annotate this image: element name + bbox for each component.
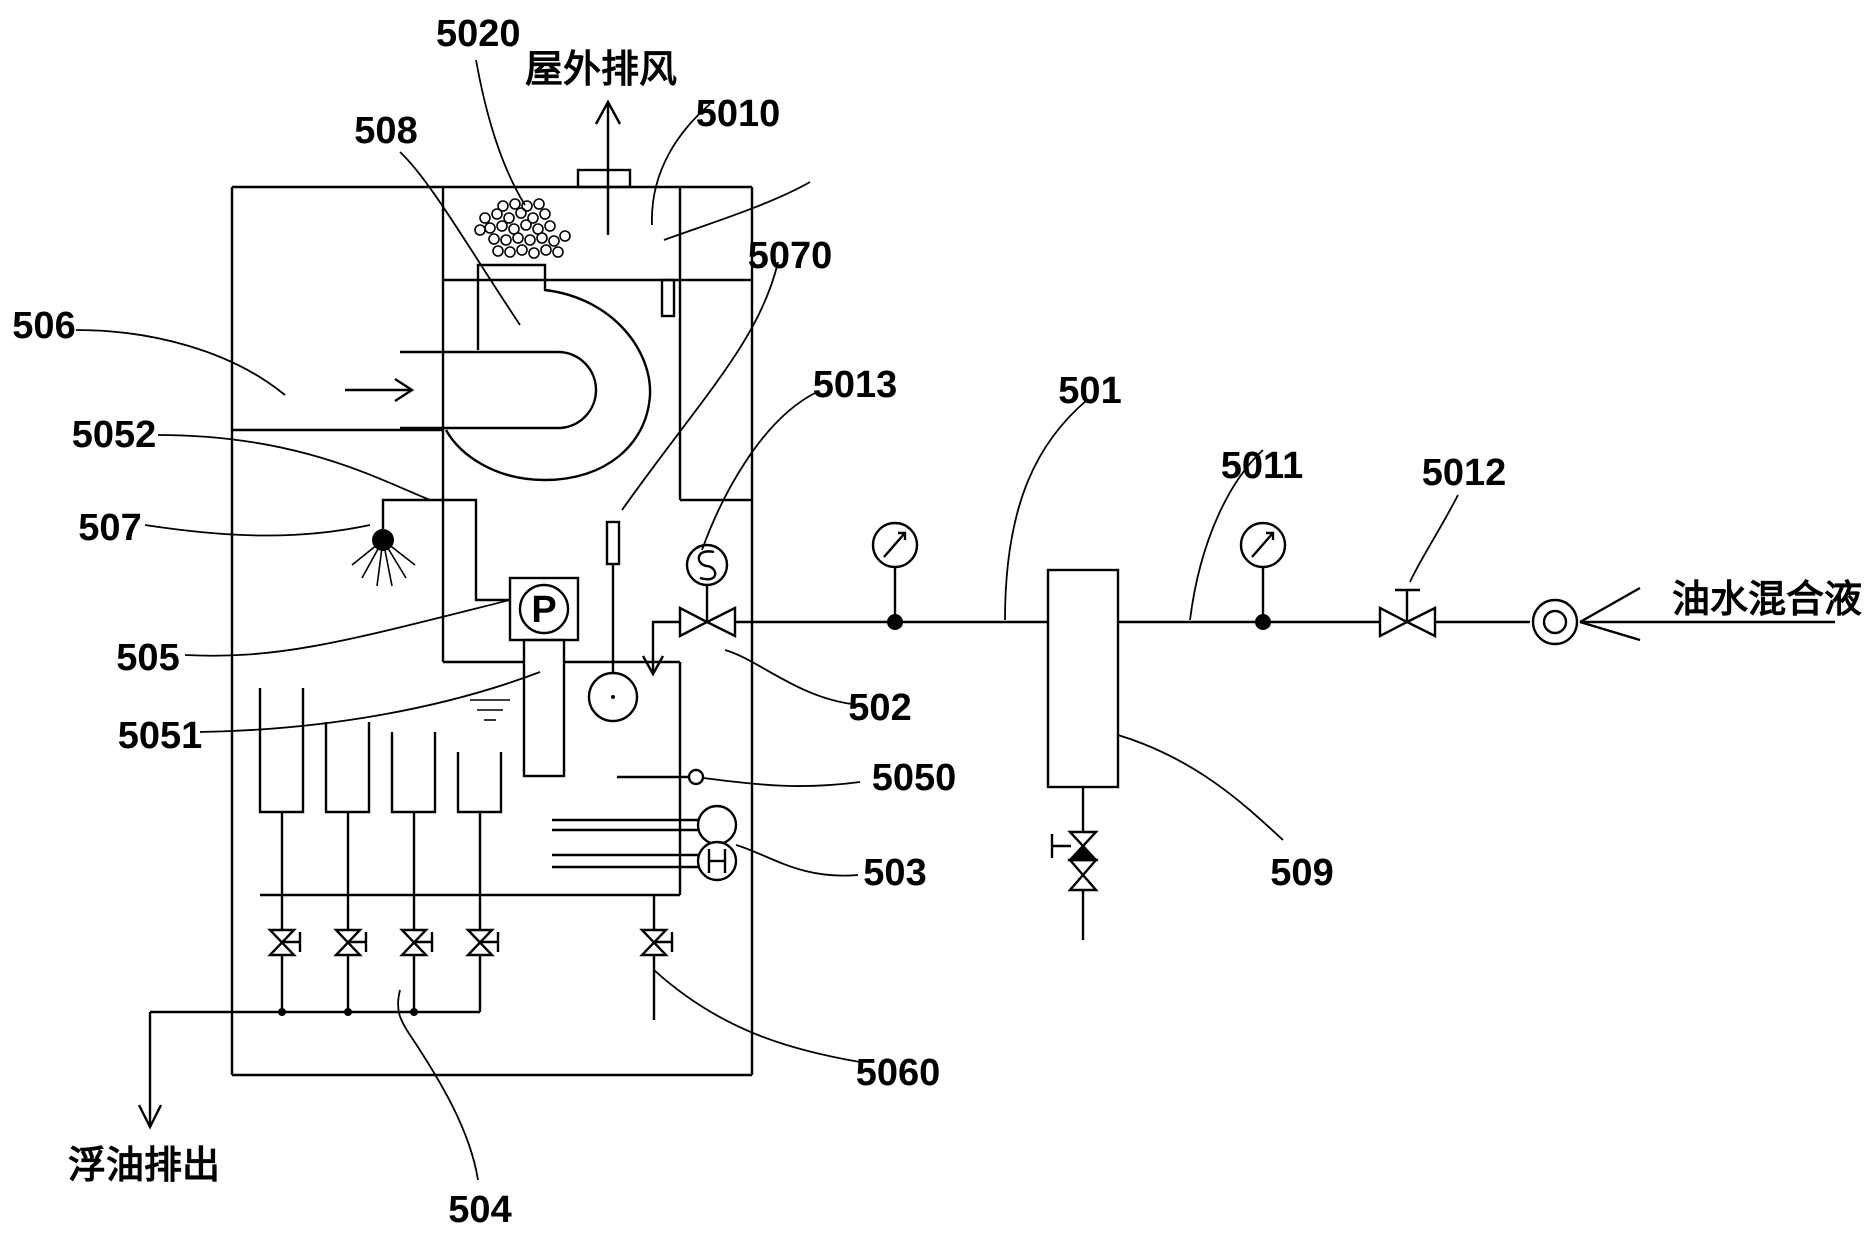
pump-symbol: P (531, 589, 556, 631)
ref-509: 509 (1270, 852, 1333, 894)
reference-labels: 5020 屋外排风 5010 508 5070 506 5013 501 505… (12, 13, 1862, 1231)
ref-5010: 5010 (696, 93, 781, 135)
ref-501: 501 (1058, 370, 1121, 412)
exhaust-chamber (441, 99, 752, 662)
leader-lines (75, 59, 1459, 1181)
ref-504: 504 (448, 1189, 511, 1231)
water-tank-502 (260, 660, 682, 897)
fan-508 (345, 263, 652, 482)
ref-5070: 5070 (748, 235, 833, 277)
filter-509 (1046, 568, 1120, 940)
ref-5060: 5060 (856, 1052, 941, 1094)
ref-5020: 5020 (436, 13, 521, 55)
ref-5052: 5052 (72, 414, 157, 456)
inlet-connector (1531, 586, 1641, 646)
ref-5050: 5050 (872, 757, 957, 799)
exhaust-label: 屋外排风 (525, 47, 677, 91)
ref-503: 503 (863, 852, 926, 894)
oil-drain-valves-504 (137, 928, 500, 1130)
inlet-label: 油水混合液 (1672, 577, 1862, 621)
float-switch-5070 (587, 520, 639, 723)
oil-out-label: 浮油排出 (68, 1143, 220, 1187)
heater-5050 (617, 768, 705, 786)
ref-5011: 5011 (1221, 445, 1303, 487)
ref-508: 508 (354, 110, 417, 152)
solenoid-valve-5013 (678, 543, 737, 638)
ref-507: 507 (78, 507, 141, 549)
tank-drain-valve-5060 (639, 895, 674, 1020)
heaters-503 (552, 804, 738, 882)
oil-cylinders (258, 688, 503, 930)
filter-media-5020 (474, 198, 571, 259)
pressure-gauge-left (871, 521, 919, 630)
spray-pipe-5052 (351, 498, 510, 602)
ref-5012: 5012 (1422, 452, 1507, 494)
pump-505: P (508, 576, 580, 778)
ref-5051: 5051 (118, 715, 203, 757)
ref-5013: 5013 (813, 364, 898, 406)
manual-valve-5012 (1378, 588, 1437, 638)
ref-506: 506 (12, 305, 75, 347)
inlet-return-arrow (641, 620, 680, 677)
ref-502: 502 (848, 687, 911, 729)
ref-505: 505 (116, 637, 179, 679)
pressure-gauge-right (1239, 521, 1287, 630)
main-enclosure (230, 185, 754, 1077)
